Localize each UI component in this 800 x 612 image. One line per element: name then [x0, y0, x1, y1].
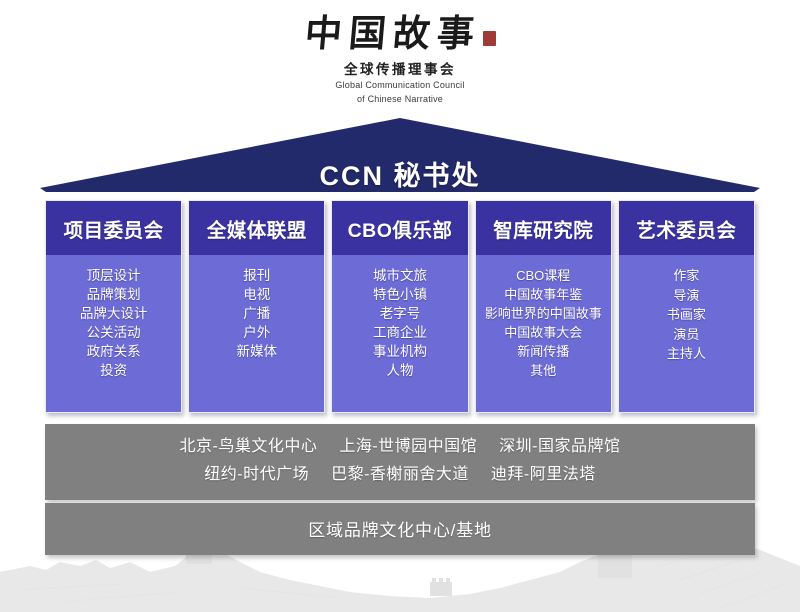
city-item: 巴黎-香榭丽舍大道 [331, 466, 469, 483]
column-items: 城市文旅 特色小镇 老字号 工商企业 事业机构 人物 [332, 255, 467, 412]
column-items: 顶层设计 品牌策划 品牌大设计 公关活动 政府关系 投资 [46, 255, 181, 412]
list-item: 导演 [673, 287, 700, 303]
logo-chinese-subtitle: 全球传播理事会 [344, 61, 456, 78]
column-items: 报刊 电视 广播 户外 新媒体 [189, 255, 324, 412]
city-item: 纽约-时代广场 [204, 466, 310, 483]
list-item: 演员 [673, 326, 700, 342]
list-item: 工商企业 [373, 325, 427, 340]
list-item: 新闻传播 [517, 344, 570, 359]
list-item: 城市文旅 [373, 268, 427, 283]
city-item: 迪拜-阿里法塔 [490, 466, 596, 483]
list-item: 品牌策划 [86, 287, 141, 302]
list-item: 书画家 [666, 307, 706, 322]
column-items: 作家 导演 书画家 演员 主持人 [619, 255, 754, 412]
list-item: 人物 [386, 363, 414, 378]
logo-english-line-2: of Chinese Narrative [356, 93, 444, 104]
list-item: 作家 [673, 268, 700, 283]
pillar-column-project-committee[interactable]: 项目委员会 顶层设计 品牌策划 品牌大设计 公关活动 政府关系 投资 [45, 200, 183, 413]
list-item: 户外 [243, 325, 271, 340]
cities-bar: 北京-鸟巢文化中心 上海-世博园中国馆 深圳-国家品牌馆 纽约-时代广场 巴黎-香榭丽… [45, 424, 755, 500]
list-item: 政府关系 [86, 344, 141, 359]
logo-calligraphy-title: 中国故事 [302, 11, 483, 55]
list-item: 老字号 [379, 306, 421, 321]
pillar-column-cbo-club[interactable]: CBO俱乐部 城市文旅 特色小镇 老字号 工商企业 事业机构 人物 [331, 200, 469, 413]
column-header: 全媒体联盟 [189, 201, 325, 255]
list-item: 事业机构 [373, 344, 427, 359]
foundation-bar-text: 区域品牌文化中心/基地 [308, 521, 492, 540]
city-item: 上海-世博园中国馆 [339, 438, 478, 455]
list-item: 公关活动 [86, 325, 141, 340]
pillar-column-think-tank[interactable]: 智库研究院 CBO课程 中国故事年鉴 影响世界的中国故事 中国故事大会 新闻传播… [474, 200, 612, 413]
list-item: 顶层设计 [86, 268, 141, 283]
list-item: 报刊 [243, 268, 271, 283]
list-item: 特色小镇 [373, 287, 427, 302]
list-item: 新媒体 [236, 344, 278, 359]
pediment-shape-icon [40, 118, 760, 192]
list-item: 中国故事年鉴 [504, 287, 583, 302]
pillar-columns: 项目委员会 顶层设计 品牌策划 品牌大设计 公关活动 政府关系 投资 全媒体联盟… [45, 200, 756, 413]
list-item: 其他 [530, 363, 557, 378]
pillar-column-media-alliance[interactable]: 全媒体联盟 报刊 电视 广播 户外 新媒体 [188, 200, 326, 413]
column-header: 艺术委员会 [618, 201, 755, 255]
column-header: 智库研究院 [475, 201, 611, 255]
city-item: 北京-鸟巢文化中心 [179, 438, 318, 455]
pediment-banner: CCN 秘书处 [40, 118, 760, 192]
city-item: 深圳-国家品牌馆 [499, 438, 621, 455]
pillar-column-art-committee[interactable]: 艺术委员会 作家 导演 书画家 演员 主持人 [617, 200, 756, 413]
logo-english-line-1: Global Communication Council [335, 79, 465, 90]
list-item: 电视 [243, 287, 271, 302]
brand-logo: 中国故事 全球传播理事会 Global Communication Counci… [0, 11, 800, 105]
cities-bar-line-2: 纽约-时代广场 巴黎-香榭丽舍大道 迪拜-阿里法塔 [45, 461, 755, 489]
list-item: CBO课程 [516, 268, 571, 283]
list-item: 中国故事大会 [504, 325, 583, 340]
column-items: CBO课程 中国故事年鉴 影响世界的中国故事 中国故事大会 新闻传播 其他 [476, 255, 611, 412]
list-item: 广播 [243, 306, 271, 321]
column-header: CBO俱乐部 [332, 201, 468, 255]
column-header: 项目委员会 [46, 201, 182, 255]
list-item: 影响世界的中国故事 [484, 306, 602, 321]
list-item: 品牌大设计 [79, 306, 148, 321]
list-item: 主持人 [666, 346, 706, 361]
list-item: 投资 [100, 363, 128, 378]
red-seal-stamp-icon [482, 30, 496, 46]
foundation-bar: 区域品牌文化中心/基地 [45, 503, 755, 555]
cities-bar-line-1: 北京-鸟巢文化中心 上海-世博园中国馆 深圳-国家品牌馆 [45, 433, 755, 461]
pediment-title: CCN 秘书处 [319, 161, 481, 191]
